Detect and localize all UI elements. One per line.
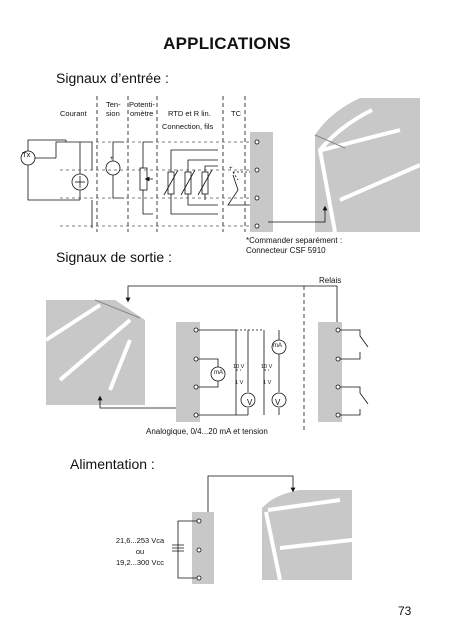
power-supply-heading: Alimentation : <box>70 456 155 472</box>
ac-dc-symbol-icon <box>172 544 184 552</box>
relay-contacts <box>340 329 369 416</box>
range-1v-1: 1 V <box>235 380 244 386</box>
input-terminal-block <box>250 132 273 232</box>
svg-text:+: + <box>110 156 114 162</box>
label-rtd-1: RTD et R lin. <box>168 109 211 118</box>
range-10v-2: 10 V <box>261 364 273 370</box>
power-device-housing <box>262 490 353 581</box>
volt-meter-icon-2 <box>271 392 287 408</box>
label-tension-1: Ten- <box>106 100 121 109</box>
range-or: ou <box>135 547 145 556</box>
range-ac: 21,6...253 Vca <box>115 536 165 545</box>
ma-meter-label-2: mA <box>273 343 282 349</box>
label-tension-2: sion <box>106 109 120 118</box>
page-title: APPLICATIONS <box>163 34 291 53</box>
connector-note-1: *Commander separément : <box>246 236 343 245</box>
connector-note-2: Connecteur CSF 5910 <box>246 246 326 255</box>
power-wiring <box>172 520 197 579</box>
input-wiring: + + <box>20 96 256 232</box>
ma-meter-label-1: mA <box>214 370 223 376</box>
analog-output-wiring <box>198 329 287 416</box>
potentiometer-icon <box>139 167 152 191</box>
output-terminal-block-left <box>176 322 200 422</box>
range-1v-2: 1 V <box>263 380 272 386</box>
analog-output-caption: Analogique, 0/4...20 mA et tension <box>146 427 268 436</box>
page-number: 73 <box>398 604 412 618</box>
output-device-housing <box>44 299 145 405</box>
label-rtd-2: Connection, fils <box>162 122 214 131</box>
output-terminal-block-right <box>318 322 342 422</box>
label-courant: Courant <box>60 109 87 118</box>
svg-text:+: + <box>229 166 233 172</box>
label-tc: TC <box>231 109 241 118</box>
current-source-icon <box>71 173 89 191</box>
connector-arrow <box>268 205 328 223</box>
volt-meter-label-1: V <box>247 398 253 407</box>
relay-label: Relais <box>319 276 342 285</box>
label-potentiometre-2: omètre <box>130 109 154 118</box>
volt-meter-icon-1 <box>240 392 256 408</box>
relay-arrow <box>125 285 337 303</box>
power-arrow <box>207 475 296 522</box>
tx-label: Tx <box>22 150 31 159</box>
tx-transmitter-icon <box>20 150 36 166</box>
analog-arrow <box>97 395 180 409</box>
input-signals-heading: Signaux d’entrée : <box>56 70 169 86</box>
power-terminal-block <box>192 512 214 584</box>
output-signals-heading: Signaux de sortie : <box>56 249 172 265</box>
thermocouple-icon <box>232 171 255 181</box>
ma-meter-icon-1 <box>210 366 226 382</box>
volt-meter-label-2: V <box>275 398 281 407</box>
ma-meter-icon-2 <box>271 339 287 355</box>
label-potentiometre-1: Potenti- <box>129 100 155 109</box>
input-device-housing <box>314 98 421 233</box>
rtd-elements <box>163 169 213 196</box>
range-dc: 19,2...300 Vcc <box>116 558 164 567</box>
range-10v-1: 10 V <box>233 364 245 370</box>
input-dividers <box>96 96 246 232</box>
